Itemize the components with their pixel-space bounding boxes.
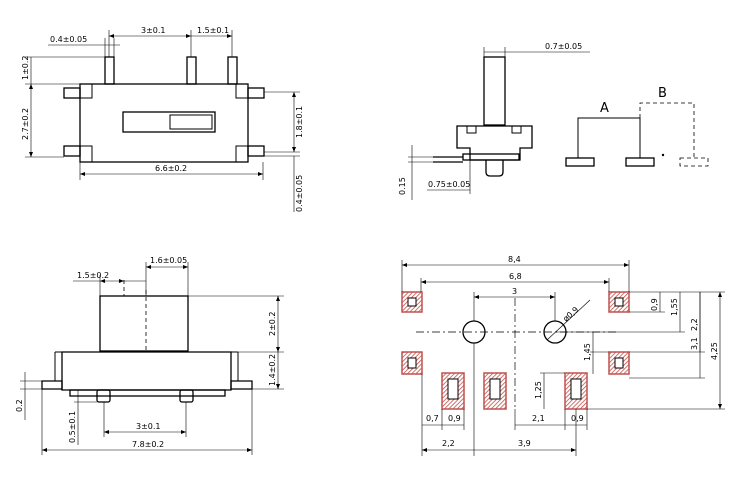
side-base xyxy=(462,153,520,161)
top-body xyxy=(79,83,249,163)
top-view: 0.4±0.05 3±0.1 1.5±0.1 1±0.2 2.7±0.2 1.8… xyxy=(21,26,304,212)
dim-front-tab-h: 0.2 xyxy=(15,399,24,412)
front-actuator xyxy=(99,295,189,352)
dim-side-actuator: 0.7±0.05 xyxy=(545,42,582,51)
dim-pcb-hole-dia: ø0,9 xyxy=(561,305,580,323)
top-tab-br xyxy=(247,145,265,157)
dim-front-body-h: 1.4±0.2 xyxy=(268,354,277,386)
front-view: 1.5±0.2 1.6±0.05 2±0.2 1.4±0.2 0.2 0.5±0… xyxy=(15,256,284,455)
dim-pcb-b2: 0,9 xyxy=(448,414,461,423)
side-body xyxy=(456,125,533,161)
dim-top-length: 6.6±0.2 xyxy=(155,164,187,173)
schematic-wire-b xyxy=(639,102,695,158)
pcb-footprint: 8,4 6,8 3 ø0,9 0,9 1,55 2,2 3,1 4,25 xyxy=(401,255,725,456)
dim-pcb-r1: 0,9 xyxy=(650,298,659,311)
front-tabs xyxy=(41,380,253,390)
dim-pcb-pin: 1,25 xyxy=(534,381,543,399)
front-pin-left xyxy=(96,389,111,403)
dim-pcb-bot1: 2,2 xyxy=(442,439,455,448)
dim-pcb-r2: 1,55 xyxy=(670,298,679,316)
top-slot xyxy=(122,111,216,133)
dim-front-act-h: 2±0.2 xyxy=(268,311,277,336)
top-tab-tr xyxy=(247,87,265,99)
dim-front-pitch: 3±0.1 xyxy=(136,422,161,431)
dim-front-gap: 1.5±0.2 xyxy=(77,271,109,280)
dim-front-total: 7.8±0.2 xyxy=(132,440,164,449)
dim-top-pitch2: 1.5±0.1 xyxy=(197,26,229,35)
schematic-label-a: A xyxy=(600,101,609,116)
dim-front-pin-h: 0.5±0.1 xyxy=(68,411,77,443)
dim-front-width: 1.6±0.05 xyxy=(150,256,187,265)
front-base xyxy=(69,389,226,397)
dim-pcb-mid: 1,45 xyxy=(583,343,592,361)
dim-pcb-bot2: 3,9 xyxy=(518,439,531,448)
dim-top-lead-len: 1±0.2 xyxy=(21,55,30,80)
dim-pcb-inner: 6,8 xyxy=(509,272,522,281)
side-peg xyxy=(485,160,504,177)
dim-pcb-r3: 2,2 xyxy=(690,318,699,331)
top-lead-left xyxy=(104,56,115,85)
side-actuator xyxy=(483,56,506,126)
schematic: A B xyxy=(565,86,709,167)
dim-pcb-b4: 0,9 xyxy=(571,414,584,423)
top-knob xyxy=(169,114,213,130)
front-pin-right xyxy=(179,389,194,403)
top-tab-tl xyxy=(63,87,81,99)
schematic-pad-3 xyxy=(679,157,709,167)
dim-pcb-total: 8,4 xyxy=(508,255,521,264)
schematic-wire-a xyxy=(577,117,641,158)
dim-top-pitch: 3±0.1 xyxy=(141,26,166,35)
schematic-pad-1 xyxy=(565,157,595,167)
dim-pcb-r5: 4,25 xyxy=(710,342,719,360)
side-view: 0.7±0.05 0.15 0.75±0.05 xyxy=(398,42,590,200)
dim-top-height: 2.7±0.2 xyxy=(21,108,30,140)
dim-side-thick: 0.15 xyxy=(398,177,407,195)
dim-pcb-holes: 3 xyxy=(512,287,517,296)
top-lead-mid xyxy=(186,56,197,85)
dim-pcb-b1: 0,7 xyxy=(426,414,439,423)
top-tab-bl xyxy=(63,145,81,157)
side-lead xyxy=(433,156,463,163)
dim-top-slot: 1.8±0.1 xyxy=(295,106,304,138)
dim-pcb-r4: 3,1 xyxy=(690,337,699,350)
dim-side-offset: 0.75±0.05 xyxy=(428,180,470,189)
front-body xyxy=(61,351,232,391)
dim-top-tab: 0.4±0.05 xyxy=(295,175,304,212)
top-lead-right xyxy=(227,56,238,85)
dim-pcb-b3: 2,1 xyxy=(532,414,545,423)
dim-top-lead-width: 0.4±0.05 xyxy=(50,35,87,44)
schematic-pad-2 xyxy=(625,157,655,167)
schematic-label-b: B xyxy=(658,86,667,101)
